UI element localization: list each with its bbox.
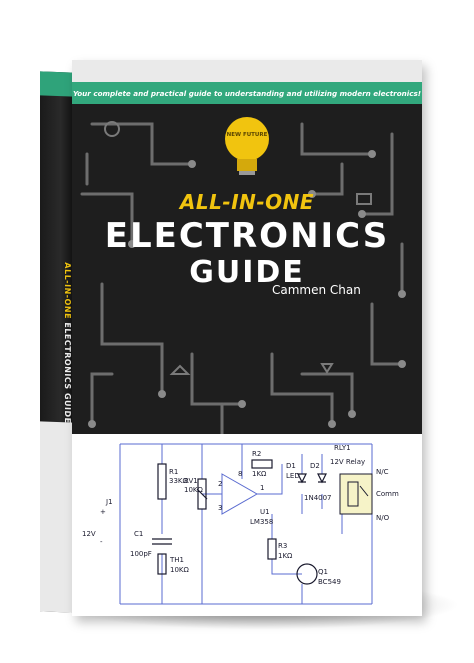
label-th1-val: 10KΩ — [170, 566, 189, 574]
label-u1-val: LM358 — [250, 518, 273, 526]
bulb-text: NEW FUTURE — [227, 132, 268, 138]
title-line1: ALL-IN-ONE — [179, 190, 315, 214]
label-r1: R1 — [169, 468, 178, 476]
label-d2-val: 1N4007 — [304, 494, 332, 502]
book-spine: ALL-IN-ONE ELECTRONICS GUIDE — [40, 71, 74, 613]
label-plus: + — [100, 508, 106, 516]
label-rv1: RV1 — [184, 477, 198, 485]
cover-top-strip — [72, 60, 422, 82]
label-d2: D2 — [310, 462, 320, 470]
relay-schematic: RLY1 12V Relay N/C Comm N/O R1 33KΩ RV1 … — [82, 443, 399, 605]
circuit-illustration: NEW FUTURE — [80, 117, 406, 434]
title-block: ALL-IN-ONE ELECTRONICS GUIDE — [72, 190, 422, 290]
label-no: N/O — [376, 514, 390, 522]
book-cover: Your complete and practical guide to und… — [72, 60, 422, 616]
tagline-bar: Your complete and practical guide to und… — [72, 82, 422, 104]
spine-title-line3: GUIDE — [63, 392, 72, 424]
lightbulb-icon: NEW FUTURE — [225, 117, 269, 175]
label-rly1: RLY1 — [334, 444, 351, 452]
label-q1: Q1 — [318, 568, 328, 576]
title-line2: ELECTRONICS — [104, 216, 390, 256]
label-relay: 12V Relay — [330, 458, 365, 466]
author-name: Cammen Chan — [272, 283, 361, 297]
spine-title-line2: ELECTRONICS — [63, 322, 72, 390]
spine-title-line1: ALL-IN-ONE — [63, 262, 72, 320]
label-r3: R3 — [278, 542, 287, 550]
label-comm: Comm — [376, 490, 399, 498]
label-pin1: 1 — [260, 484, 264, 492]
label-r3-val: 1KΩ — [278, 552, 293, 560]
schematic-panel: RLY1 12V Relay N/C Comm N/O R1 33KΩ RV1 … — [72, 434, 422, 616]
label-pin8: 8 — [238, 470, 242, 478]
label-r1-val: 33KΩ — [169, 477, 188, 485]
label-j1: J1 — [105, 498, 113, 506]
title-line3: GUIDE — [189, 255, 305, 290]
label-u1: U1 — [260, 508, 270, 516]
label-minus: - — [100, 538, 103, 546]
label-c1: C1 — [134, 530, 143, 538]
relay-block — [339, 473, 373, 515]
label-th1: TH1 — [169, 556, 184, 564]
label-led: LED — [286, 472, 300, 480]
label-rv1-val: 10KΩ — [184, 486, 203, 494]
tagline: Your complete and practical guide to und… — [72, 88, 422, 98]
label-q1-val: BC549 — [318, 578, 341, 586]
label-12v: 12V — [82, 530, 96, 538]
spine-lower-panel — [40, 421, 74, 613]
label-d1: D1 — [286, 462, 296, 470]
label-c1-val: 100pF — [130, 550, 152, 558]
spine-title: ALL-IN-ONE ELECTRONICS GUIDE — [42, 261, 72, 424]
label-nc: N/C — [376, 468, 389, 476]
label-r2-val: 1KΩ — [252, 470, 267, 478]
label-pin2: 2 — [218, 480, 222, 488]
label-r2: R2 — [252, 450, 261, 458]
label-pin3: 3 — [218, 504, 222, 512]
spine-green-strip — [40, 71, 74, 97]
